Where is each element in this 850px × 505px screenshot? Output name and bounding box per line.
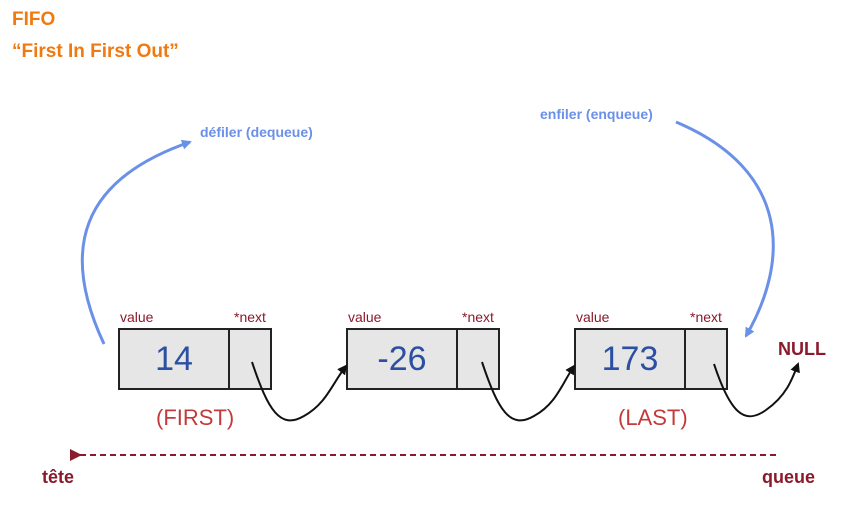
node-1: 14 [118,328,272,390]
node-2-next-label: *next [462,309,494,325]
node-1-next-label: *next [234,309,266,325]
diagram-subtitle: “First In First Out” [12,41,179,62]
node-2-value: -26 [348,330,458,388]
next-pointer-1 [251,361,348,422]
node-3-next-label: *next [690,309,722,325]
tail-label: queue [762,467,816,487]
node-2: -26 [346,328,500,390]
node-3-value: 173 [576,330,686,388]
next-pointer-3 [713,362,800,418]
next-pointer-2 [481,361,576,422]
null-label: NULL [778,339,826,359]
node-3-tag: (LAST) [618,405,688,430]
enqueue-arrow [675,120,775,338]
head-label: tête [42,467,75,487]
node-3-value-label: value [576,309,610,325]
enqueue-label: enfiler (enqueue) [540,106,653,122]
node-2-value-label: value [348,309,382,325]
node-1-value: 14 [120,330,230,388]
diagram-title: FIFO [12,9,56,30]
dequeue-label: défiler (dequeue) [200,124,313,140]
dequeue-arrow [80,139,192,345]
node-1-tag: (FIRST) [156,405,235,430]
node-1-value-label: value [120,309,154,325]
node-3: 173 [574,328,728,390]
